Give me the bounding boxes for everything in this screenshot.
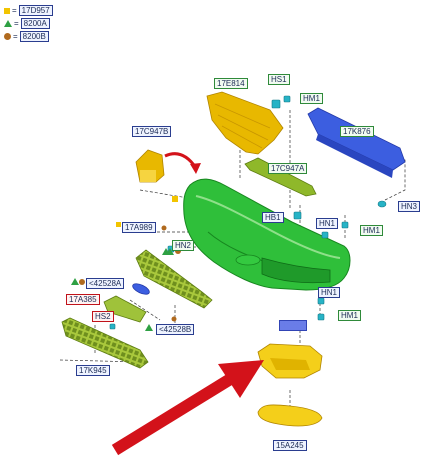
label-hm1-right[interactable]: HM1	[360, 225, 383, 236]
legend-row-1: = 17D957	[4, 5, 53, 16]
label-17a989[interactable]: 17A989	[122, 222, 156, 233]
label-17c947a[interactable]: 17C947A	[268, 163, 308, 174]
label-17c947b[interactable]: 17C947B	[132, 126, 172, 137]
fastener-hn1-mid	[321, 231, 329, 239]
legend-row-2: = 8200A	[4, 18, 50, 29]
label-42528b[interactable]: <42528B	[156, 324, 195, 335]
legend-eq-1: =	[12, 6, 17, 15]
lower-grille-17k945	[61, 317, 149, 369]
impact-absorber-17e814	[206, 91, 284, 155]
fastener-hs1	[271, 99, 281, 109]
label-17k876[interactable]: 17K876	[340, 126, 374, 137]
fastener-hm1-right	[341, 221, 349, 229]
triangle-icon	[4, 20, 12, 27]
circle-icon	[4, 33, 11, 40]
bumper-cover	[183, 178, 351, 291]
legend-code-1: 17D957	[18, 5, 53, 16]
side-bracket-17c947b	[135, 149, 165, 183]
label-hn3[interactable]: HN3	[398, 201, 421, 212]
fastener-hs2	[109, 323, 116, 330]
label-hb1[interactable]: HB1	[262, 212, 284, 223]
upper-strip-17c947a	[244, 157, 317, 197]
label-15a245[interactable]: 15A245	[273, 440, 307, 451]
label-15266-selected[interactable]: 15266	[279, 320, 308, 331]
label-hn2[interactable]: HN2	[172, 240, 195, 251]
big-red-arrow	[111, 360, 264, 456]
fastener-hn3	[377, 200, 387, 208]
label-42528a[interactable]: <42528A	[86, 278, 125, 289]
label-hn1-mid[interactable]: HN1	[316, 218, 339, 229]
lower-lip-15a245	[257, 404, 323, 427]
legend-eq-2: =	[14, 19, 19, 28]
label-17e814[interactable]: 17E814	[214, 78, 248, 89]
panel-17a385	[103, 295, 147, 323]
fastener-hm1-low	[317, 313, 325, 321]
label-hm1-top[interactable]: HM1	[300, 93, 323, 104]
square-icon	[4, 7, 10, 14]
legend-row-3: = 8200B	[4, 31, 49, 42]
legend-eq-3: =	[13, 32, 18, 41]
marker-square-17d957	[172, 196, 178, 202]
label-17a385[interactable]: 17A385	[66, 294, 100, 305]
fastener-hb1	[293, 211, 302, 220]
fastener-hm1-top	[283, 95, 291, 103]
reinforcement-bar-17k876	[307, 107, 406, 178]
fog-lamp-42528a	[132, 283, 150, 295]
label-hm1-low[interactable]: HM1	[338, 310, 361, 321]
legend-code-3: 8200B	[19, 31, 49, 42]
upper-grille-mesh	[135, 249, 213, 309]
label-hs2[interactable]: HS2	[92, 311, 114, 322]
deflector-15266	[257, 343, 323, 379]
label-hs1[interactable]: HS1	[268, 74, 290, 85]
label-hn1-low[interactable]: HN1	[318, 287, 341, 298]
legend-code-2: 8200A	[20, 18, 50, 29]
label-17k945[interactable]: 17K945	[76, 365, 110, 376]
fastener-hn1-low	[317, 297, 325, 305]
